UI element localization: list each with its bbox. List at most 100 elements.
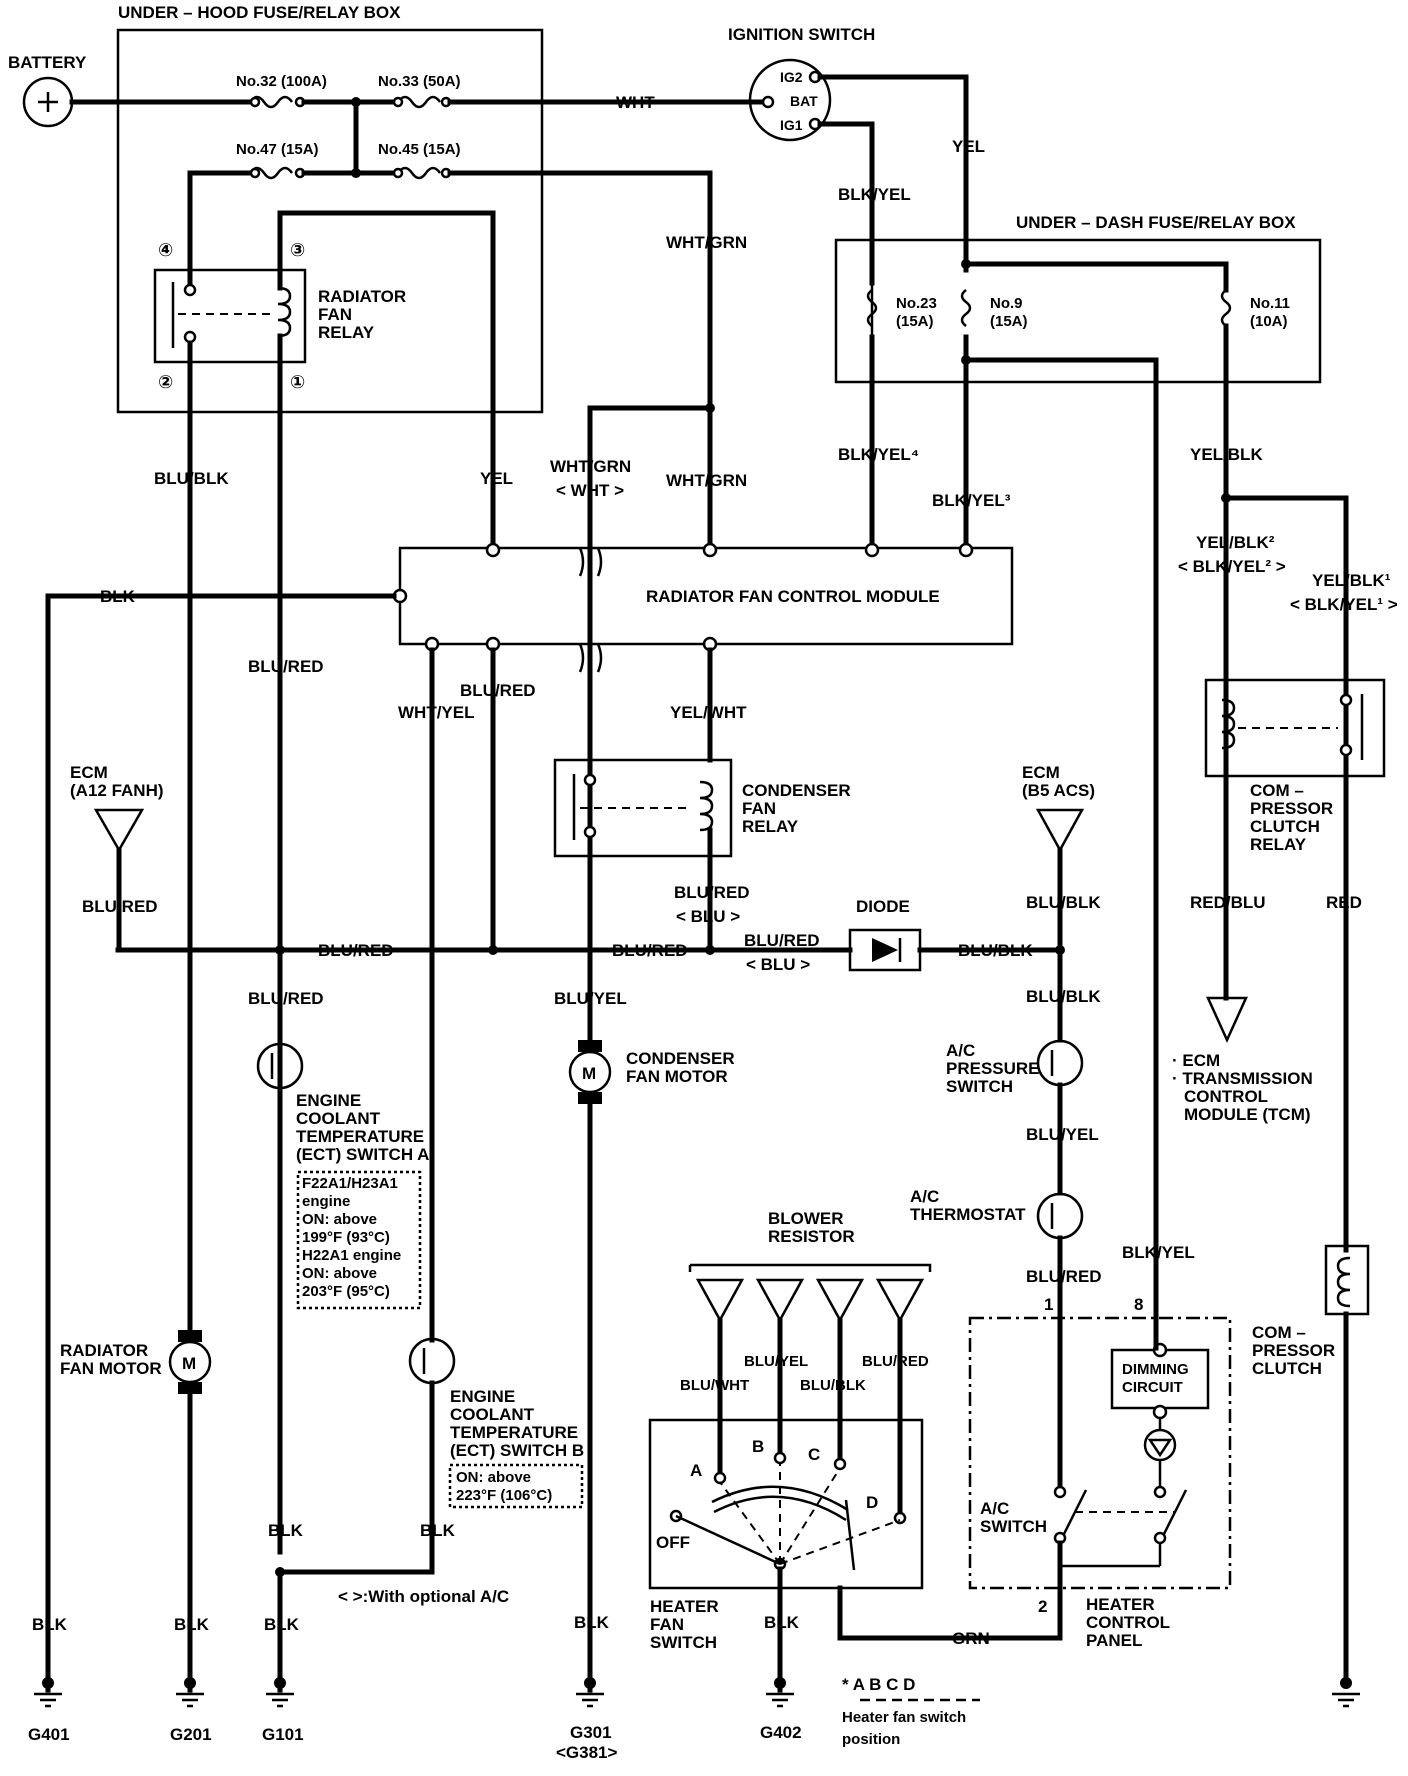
svg-text:PRESSURE: PRESSURE bbox=[946, 1059, 1040, 1078]
ac-pressure-label: A/C PRESSURE SWITCH bbox=[946, 1041, 1040, 1096]
legend-line-2: position bbox=[842, 1731, 900, 1748]
wire-blk-ect-b: BLK bbox=[420, 1521, 456, 1540]
ect-a-note: F22A1/H23A1 engine ON: above 199°F (93°C… bbox=[302, 1175, 401, 1300]
svg-text:A/C: A/C bbox=[910, 1187, 939, 1206]
wire-blu-red-bus2: BLU/RED bbox=[612, 941, 688, 960]
svg-text:ENGINE: ENGINE bbox=[450, 1387, 515, 1406]
wire-wht-alt: < WHT > bbox=[556, 481, 624, 500]
fuse-32 bbox=[248, 95, 294, 109]
ground-g381-label: <G381> bbox=[556, 1743, 618, 1762]
under-dash-box bbox=[834, 238, 1322, 384]
cond-motor-label-2: FAN MOTOR bbox=[626, 1067, 728, 1086]
heater-control-panel bbox=[968, 1316, 1232, 1590]
fuse-33 bbox=[396, 95, 442, 109]
svg-text:CLUTCH: CLUTCH bbox=[1250, 817, 1320, 836]
rad-motor-label-2: FAN MOTOR bbox=[60, 1359, 162, 1378]
relay-pin-3: ③ bbox=[290, 240, 305, 260]
svg-text:· ECM: · ECM bbox=[1172, 1051, 1220, 1070]
svg-text:CIRCUIT: CIRCUIT bbox=[1122, 1379, 1183, 1396]
relay-pin-1: ① bbox=[290, 372, 305, 392]
fuse-23 bbox=[866, 289, 878, 327]
wire-yel-blk-1: YEL/BLK¹ bbox=[1312, 571, 1391, 590]
wire-blu-yel-cond: BLU/YEL bbox=[554, 989, 627, 1008]
fuse-9-label: No.9 bbox=[990, 295, 1023, 312]
ground-g301-label: G301 bbox=[570, 1723, 612, 1742]
ground-g201 bbox=[176, 1647, 204, 1708]
ect-b-note-box bbox=[448, 1463, 584, 1509]
svg-text:FAN: FAN bbox=[650, 1615, 684, 1634]
svg-text:HEATER: HEATER bbox=[1086, 1595, 1155, 1614]
wire-blu-blk-ecm: BLU/BLK bbox=[1026, 893, 1101, 912]
ecm-a12-label: ECM bbox=[70, 763, 108, 782]
ac-pressure-switch bbox=[1036, 1039, 1084, 1087]
ignition-title: IGNITION SWITCH bbox=[728, 25, 875, 44]
svg-text:A/C: A/C bbox=[980, 1499, 1009, 1518]
svg-text:RELAY: RELAY bbox=[1250, 835, 1307, 854]
fuse-45 bbox=[396, 166, 442, 180]
blower-label: BLOWER RESISTOR bbox=[768, 1209, 855, 1246]
ground-blk-5: BLK bbox=[764, 1613, 800, 1632]
ecm-a12-ground bbox=[93, 808, 145, 853]
svg-text:ENGINE: ENGINE bbox=[296, 1091, 361, 1110]
blower-resistor-2 bbox=[755, 1278, 805, 1323]
wire-blk-yel-1: < BLK/YEL¹ > bbox=[1290, 595, 1398, 614]
fuse-47 bbox=[248, 166, 294, 180]
ground-g101 bbox=[266, 1569, 294, 1708]
ig1-label: IG1 bbox=[780, 117, 803, 133]
svg-text:SWITCH: SWITCH bbox=[650, 1633, 717, 1652]
ecm-b5-label: ECM bbox=[1022, 763, 1060, 782]
rad-motor-label: RADIATOR bbox=[60, 1341, 148, 1360]
svg-text:(ECT) SWITCH A: (ECT) SWITCH A bbox=[296, 1145, 429, 1164]
wire-wht-grn-mid: WHT/GRN bbox=[666, 471, 747, 490]
fuse-11-rating: (10A) bbox=[1250, 313, 1288, 330]
dimming-label: DIMMING CIRCUIT bbox=[1122, 1361, 1189, 1396]
svg-text:COOLANT: COOLANT bbox=[296, 1109, 381, 1128]
wire-wht-grn-alt: WHT/GRN bbox=[550, 457, 631, 476]
svg-text:ON: above: ON: above bbox=[456, 1469, 531, 1486]
svg-text:RESISTOR: RESISTOR bbox=[768, 1227, 855, 1246]
svg-text:TEMPERATURE: TEMPERATURE bbox=[450, 1423, 578, 1442]
condenser-fan-relay bbox=[553, 758, 733, 858]
svg-text:PANEL: PANEL bbox=[1086, 1631, 1142, 1650]
ac-thermostat-label: A/C THERMOSTAT bbox=[910, 1187, 1026, 1224]
legend-line-1: Heater fan switch bbox=[842, 1709, 966, 1726]
wire-blu-blk-press: BLU/BLK bbox=[1026, 987, 1101, 1006]
ground-g402 bbox=[766, 1647, 794, 1708]
ac-switch-label: A/C SWITCH bbox=[980, 1499, 1047, 1536]
blower-resistor-3 bbox=[815, 1278, 865, 1323]
ecm-b5-pin: (B5 ACS) bbox=[1022, 781, 1095, 800]
svg-text:RELAY: RELAY bbox=[318, 323, 375, 342]
ecm-tcm-label: · ECM · TRANSMISSION CONTROL MODULE (TCM… bbox=[1172, 1051, 1313, 1124]
module-title: RADIATOR FAN CONTROL MODULE bbox=[646, 587, 940, 606]
svg-text:CONDENSER: CONDENSER bbox=[742, 781, 851, 800]
wire-blu-red-ect: BLU/RED bbox=[248, 989, 324, 1008]
radiator-fan-relay bbox=[153, 268, 307, 364]
wire-blu-cond: < BLU > bbox=[676, 907, 740, 926]
svg-text:COM –: COM – bbox=[1252, 1323, 1306, 1342]
ignition-switch bbox=[748, 58, 832, 142]
wire-blk-yel-4: BLK/YEL⁴ bbox=[838, 445, 919, 464]
svg-text:223°F (106°C): 223°F (106°C) bbox=[456, 1487, 552, 1504]
ecm-b5-ground bbox=[1035, 808, 1085, 853]
wire-blu-blk-diode: BLU/BLK bbox=[958, 941, 1033, 960]
wire-blk-ect-a: BLK bbox=[268, 1521, 304, 1540]
svg-text:FAN: FAN bbox=[318, 305, 352, 324]
wire-blk-yel-top: BLK/YEL bbox=[838, 185, 911, 204]
ground-blk-3: BLK bbox=[264, 1615, 300, 1634]
ect-b-note: ON: above 223°F (106°C) bbox=[456, 1469, 552, 1504]
switch-pos-c: C bbox=[808, 1445, 820, 1464]
wire-red: RED bbox=[1326, 893, 1362, 912]
fuse-9-rating: (15A) bbox=[990, 313, 1028, 330]
battery-label: BATTERY bbox=[8, 53, 87, 72]
svg-text:A/C: A/C bbox=[946, 1041, 975, 1060]
comp-clutch-label: COM – PRESSOR CLUTCH bbox=[1252, 1323, 1335, 1378]
wire-blk-yel-2: < BLK/YEL² > bbox=[1178, 557, 1286, 576]
wire-blu-blk-rad: BLU/BLK bbox=[154, 469, 229, 488]
svg-text:(ECT) SWITCH B: (ECT) SWITCH B bbox=[450, 1441, 584, 1460]
ground-blk-2: BLK bbox=[174, 1615, 210, 1634]
ground-g201-label: G201 bbox=[170, 1725, 212, 1744]
wire-yel-blk: YEL/BLK bbox=[1190, 445, 1263, 464]
under-dash-title: UNDER – DASH FUSE/RELAY BOX bbox=[1016, 213, 1296, 232]
